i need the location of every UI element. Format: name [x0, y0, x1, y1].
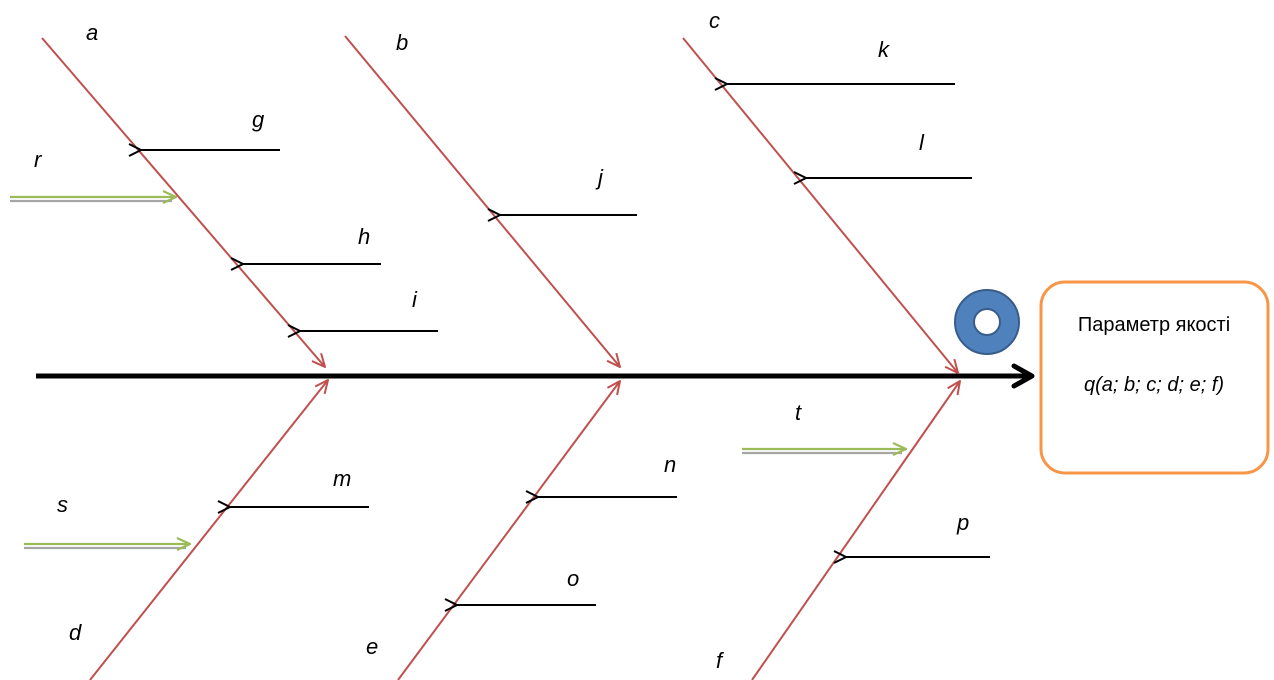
label-s: s: [57, 492, 68, 517]
result-box: [1039, 280, 1270, 475]
label-f: f: [716, 648, 725, 673]
bone-b: [344, 35, 620, 367]
bone-d: [89, 380, 328, 680]
external-arrow-s: [24, 544, 190, 548]
label-g: g: [252, 107, 265, 132]
label-b: b: [396, 30, 408, 55]
external-arrow-r: [10, 197, 176, 201]
label-n: n: [664, 452, 676, 477]
label-a: a: [86, 20, 98, 45]
bone-a: [41, 37, 325, 367]
external-arrow-t: [742, 449, 906, 453]
label-e: e: [366, 634, 378, 659]
label-d: d: [69, 620, 82, 645]
label-h: h: [358, 224, 370, 249]
label-l: l: [919, 130, 925, 155]
label-o: o: [567, 566, 579, 591]
label-r: r: [34, 147, 43, 172]
label-p: p: [956, 510, 969, 535]
label-t: t: [795, 400, 802, 425]
result-box-title: Параметр якості: [1078, 314, 1230, 336]
bone-e: [397, 381, 620, 680]
ring-icon: [954, 289, 1020, 355]
label-m: m: [333, 466, 351, 491]
label-i: i: [412, 287, 418, 312]
bone-f: [751, 381, 960, 680]
label-k: k: [878, 37, 890, 62]
label-j: j: [595, 165, 604, 190]
bone-c: [682, 37, 958, 373]
result-box-formula: q(a; b; c; d; e; f): [1084, 374, 1224, 396]
label-c: c: [709, 8, 720, 33]
